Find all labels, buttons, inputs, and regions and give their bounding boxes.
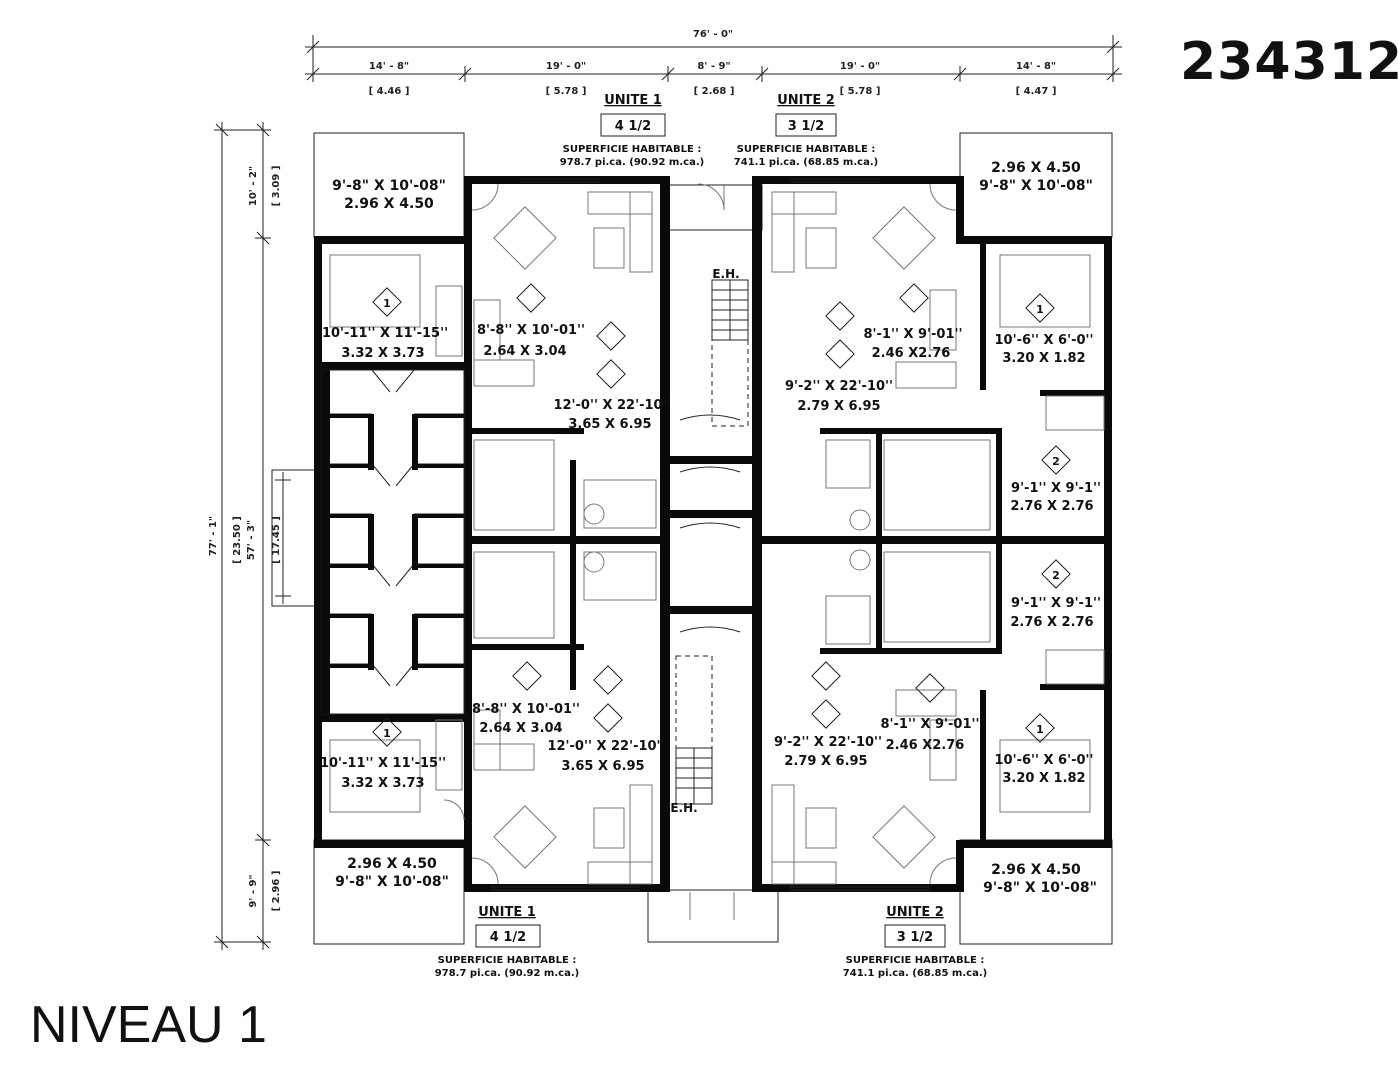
unit-area-label: SUPERFICIE HABITABLE : [438, 955, 577, 966]
unit-area-label: SUPERFICIE HABITABLE : [846, 955, 985, 966]
br-living-dim: 9'-2'' X 22'-10'' [774, 735, 882, 750]
tl-kitchen-metric: 2.64 X 3.04 [483, 344, 566, 359]
top-balcony-depth-metric: [ 3.09 ] [271, 166, 282, 207]
bl-kitchen-dim: 8'-8'' X 10'-01'' [472, 702, 580, 717]
unit-name: UNITE 1 [478, 905, 536, 920]
inner-depth-dimension: 57' - 3" [246, 520, 257, 560]
tl-living-metric: 3.65 X 6.95 [568, 417, 651, 432]
bottom-balcony-depth: 9' - 9" [248, 874, 259, 907]
br-bedroom1-dim: 10'-6'' X 6'-0'' [995, 753, 1094, 768]
bl-kitchen-metric: 2.64 X 3.04 [479, 721, 562, 736]
dim-seg-3: 8' - 9" [697, 61, 730, 72]
tr-bedroom2-tag: 2 [1052, 455, 1060, 468]
bl-bedroom-dim: 10'-11'' X 11'-15'' [320, 756, 446, 771]
tr-kitchen-dim: 8'-1'' X 9'-01'' [864, 327, 963, 342]
unit-area: 978.7 pi.ca. (90.92 m.ca.) [560, 157, 704, 168]
bottom-balcony-depth-metric: [ 2.96 ] [271, 871, 282, 912]
tl-bedroom-tag: 1 [383, 297, 391, 310]
inner-depth-metric: [ 17.45 ] [271, 516, 282, 564]
tr-bedroom1-metric: 3.20 X 1.82 [1002, 351, 1085, 366]
br-living-metric: 2.79 X 6.95 [784, 754, 867, 769]
bl-living-dim: 12'-0'' X 22'-10'' [547, 739, 664, 754]
unit-name: UNITE 2 [886, 905, 944, 920]
tr-bedroom1-tag: 1 [1036, 303, 1044, 316]
tr-bedroom2-dim: 9'-1'' X 9'-1'' [1011, 481, 1101, 496]
dim-seg-1-metric: [ 4.46 ] [369, 86, 410, 97]
top-dimensions: 76' - 0" 14' - 8" [ 4.46 ] 19' - 0" [ 5.… [305, 29, 1122, 97]
tl-kitchen-dim: 8'-8'' X 10'-01'' [477, 323, 585, 338]
br-bedroom2-dim: 9'-1'' X 9'-1'' [1011, 596, 1101, 611]
tr-kitchen-metric: 2.46 X2.76 [872, 346, 951, 361]
br-bedroom1-metric: 3.20 X 1.82 [1002, 771, 1085, 786]
balcony-tr-line1: 2.96 X 4.50 [991, 160, 1081, 176]
tl-living-dim: 12'-0'' X 22'-10'' [553, 398, 670, 413]
plan-number: 234312 [1180, 32, 1398, 92]
windows [490, 178, 930, 891]
level-title: NIVEAU 1 [30, 996, 267, 1054]
balcony-tr-line2: 9'-8" X 10'-08" [979, 178, 1093, 194]
unit-header-bottom-right: UNITE 2 3 1/2 SUPERFICIE HABITABLE : 741… [843, 905, 987, 979]
dim-seg-3-metric: [ 2.68 ] [694, 86, 735, 97]
balcony-br-line2: 9'-8" X 10'-08" [983, 880, 1097, 896]
balcony-tl-line2: 2.96 X 4.50 [344, 196, 434, 212]
balcony-bl-line1: 2.96 X 4.50 [347, 856, 437, 872]
tr-living-dim: 9'-2'' X 22'-10'' [785, 379, 893, 394]
entry-porch-bottom [647, 889, 779, 943]
bl-bedroom-metric: 3.32 X 3.73 [341, 776, 424, 791]
bl-bedroom-tag: 1 [383, 727, 391, 740]
balcony-tl-line1: 9'-8" X 10'-08" [332, 178, 446, 194]
unit-area: 741.1 pi.ca. (68.85 m.ca.) [734, 157, 878, 168]
tr-living-metric: 2.79 X 6.95 [797, 399, 880, 414]
storage-lockers [321, 369, 465, 715]
dim-seg-4-metric: [ 5.78 ] [840, 86, 881, 97]
br-bedroom2-tag: 2 [1052, 569, 1060, 582]
balcony-br-line1: 2.96 X 4.50 [991, 862, 1081, 878]
dim-seg-1: 14' - 8" [369, 61, 409, 72]
unit-area: 741.1 pi.ca. (68.85 m.ca.) [843, 968, 987, 979]
unit-area-label: SUPERFICIE HABITABLE : [563, 144, 702, 155]
dim-seg-5: 14' - 8" [1016, 61, 1056, 72]
room-tags [372, 283, 1071, 747]
br-bedroom2-metric: 2.76 X 2.76 [1010, 615, 1093, 630]
overall-depth-metric: [ 23.50 ] [232, 516, 243, 564]
dim-seg-4: 19' - 0" [840, 61, 880, 72]
unit-header-bottom-left: UNITE 1 4 1/2 SUPERFICIE HABITABLE : 978… [435, 905, 579, 979]
entry-porch-top [667, 184, 763, 231]
dim-seg-2-metric: [ 5.78 ] [546, 86, 587, 97]
furniture [329, 183, 1105, 920]
unit-type: 3 1/2 [897, 930, 933, 945]
br-kitchen-metric: 2.46 X2.76 [886, 738, 965, 753]
left-dimensions: 77' - 1" [ 23.50 ] 57' - 3" [ 17.45 ] 10… [208, 122, 291, 950]
br-kitchen-dim: 8'-1'' X 9'-01'' [881, 717, 980, 732]
balcony-bl-line2: 9'-8" X 10'-08" [335, 874, 449, 890]
tl-bedroom-metric: 3.32 X 3.73 [341, 346, 424, 361]
unit-header-top-left: UNITE 1 4 1/2 SUPERFICIE HABITABLE : 978… [560, 93, 704, 168]
overall-depth-dimension: 77' - 1" [208, 516, 219, 556]
walls [314, 176, 1112, 892]
tr-bedroom1-dim: 10'-6'' X 6'-0'' [995, 333, 1094, 348]
bl-living-metric: 3.65 X 6.95 [561, 759, 644, 774]
dim-seg-2: 19' - 0" [546, 61, 586, 72]
unit-type: 3 1/2 [788, 119, 824, 134]
stair-top [679, 279, 749, 473]
stair-bottom [675, 522, 741, 805]
unit-area: 978.7 pi.ca. (90.92 m.ca.) [435, 968, 579, 979]
unit-header-top-right: UNITE 2 3 1/2 SUPERFICIE HABITABLE : 741… [734, 93, 878, 168]
unit-type: 4 1/2 [490, 930, 526, 945]
unit-type: 4 1/2 [615, 119, 651, 134]
unit-name: UNITE 2 [777, 93, 835, 108]
stair-label-top: E.H. [712, 267, 739, 281]
stair-label-bottom: E.H. [670, 801, 697, 815]
unit-area-label: SUPERFICIE HABITABLE : [737, 144, 876, 155]
overall-width-dimension: 76' - 0" [693, 29, 733, 40]
tl-bedroom-dim: 10'-11'' X 11'-15'' [322, 326, 448, 341]
br-bedroom1-tag: 1 [1036, 723, 1044, 736]
unit-name: UNITE 1 [604, 93, 662, 108]
dim-seg-5-metric: [ 4.47 ] [1016, 86, 1057, 97]
tr-bedroom2-metric: 2.76 X 2.76 [1010, 499, 1093, 514]
top-balcony-depth: 10' - 2" [248, 166, 259, 206]
